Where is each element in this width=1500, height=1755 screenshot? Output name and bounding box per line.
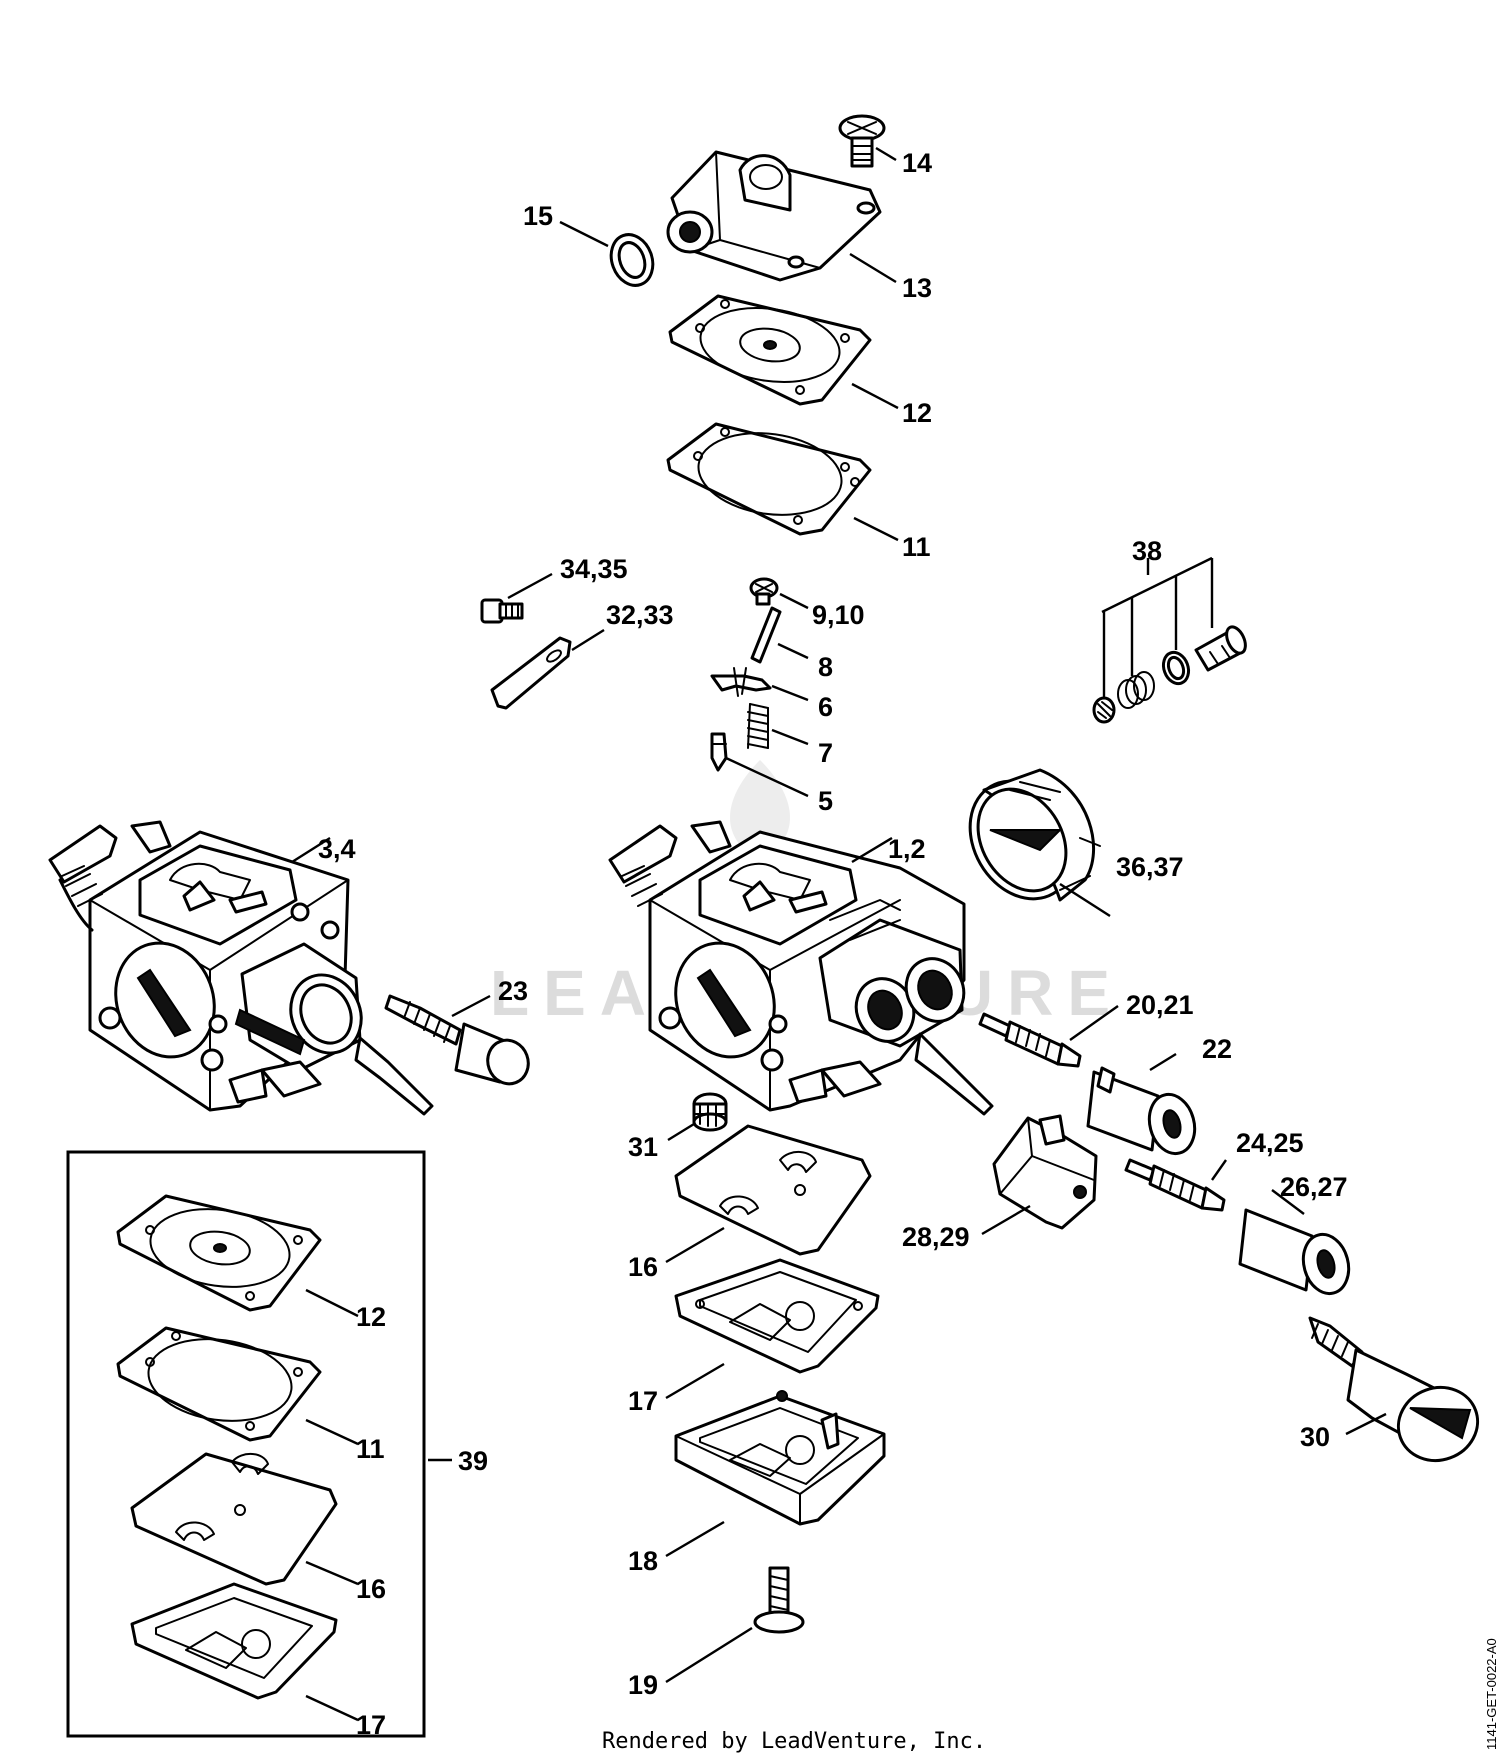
- label-22: 22: [1202, 1034, 1232, 1064]
- kit-label-39: 39: [458, 1446, 488, 1476]
- label-12: 12: [902, 398, 932, 428]
- label-38: 38: [1132, 536, 1162, 566]
- kit-gasket-16: [130, 1452, 338, 1586]
- part-carburetor-1-2: [608, 820, 994, 1116]
- label-31: 31: [628, 1132, 658, 1162]
- kit-label-11: 11: [356, 1434, 385, 1464]
- label-16: 16: [628, 1252, 658, 1282]
- kit-label-12: 12: [356, 1302, 386, 1332]
- label-20-21: 20,21: [1126, 990, 1194, 1020]
- kit-gasket-11: [116, 1326, 322, 1442]
- rendered-by-footer: Rendered by LeadVenture, Inc.: [602, 1729, 986, 1754]
- kit-label-16: 16: [356, 1574, 386, 1604]
- part-screen-31: [692, 1092, 728, 1132]
- label-36-37: 36,37: [1116, 852, 1184, 882]
- label-26-27: 26,27: [1280, 1172, 1348, 1202]
- part-block-28-29: [992, 1114, 1098, 1230]
- part-carburetor-3-4: [48, 820, 434, 1116]
- part-pin-8: [750, 606, 782, 664]
- label-8: 8: [818, 652, 833, 682]
- part-set-38: [1092, 625, 1247, 724]
- part-lever-6: [710, 667, 772, 697]
- label-11: 11: [902, 532, 931, 562]
- label-23: 23: [498, 976, 528, 1006]
- part-pump-body-18: [674, 1390, 886, 1526]
- kit-gasket-17: [130, 1582, 338, 1700]
- label-32-33: 32,33: [606, 600, 674, 630]
- part-cap-22: [1086, 1066, 1197, 1156]
- part-screw-23: [384, 994, 530, 1086]
- label-28-29: 28,29: [902, 1222, 970, 1252]
- part-needle-20-21: [978, 1012, 1082, 1068]
- part-primer-30: [1308, 1316, 1480, 1462]
- label-15: 15: [523, 201, 553, 231]
- kit-box-39: [66, 1150, 426, 1738]
- part-diaphragm-12: [668, 294, 872, 406]
- label-24-25: 24,25: [1236, 1128, 1304, 1158]
- part-spring-7: [747, 703, 769, 749]
- label-5: 5: [818, 786, 833, 816]
- part-needle-5: [710, 732, 728, 772]
- kit-label-17: 17: [356, 1710, 386, 1740]
- label-19: 19: [628, 1670, 658, 1700]
- document-id: 1141-GET-0022-A0: [1484, 1638, 1499, 1750]
- label-13: 13: [902, 273, 932, 303]
- label-18: 18: [628, 1546, 658, 1576]
- part-lever-32-33: [490, 636, 572, 710]
- part-screw-14: [838, 114, 886, 168]
- part-gasket-16: [674, 1124, 872, 1256]
- callout-labels: 14 15 13 12 11 34,35 32,33 9,10 8 6 7 5 …: [318, 148, 1348, 1740]
- part-filter-cap-36-37: [968, 768, 1101, 902]
- part-screw-34-35: [480, 598, 524, 624]
- label-17: 17: [628, 1386, 658, 1416]
- part-oring-15: [609, 233, 655, 287]
- part-gasket-11: [666, 422, 872, 536]
- label-7: 7: [818, 738, 833, 768]
- label-9-10: 9,10: [812, 600, 865, 630]
- part-cap-26-27: [1238, 1208, 1351, 1296]
- part-screw-9-10: [749, 577, 779, 606]
- kit-diaphragm-12: [116, 1194, 322, 1312]
- leader-lines: [291, 146, 1387, 1722]
- part-screw-19: [753, 1566, 805, 1634]
- part-gasket-17: [674, 1258, 880, 1374]
- part-needle-24-25: [1124, 1158, 1226, 1212]
- part-pump-cover-13: [666, 150, 882, 282]
- label-3-4: 3,4: [318, 834, 356, 864]
- label-1-2: 1,2: [888, 834, 926, 864]
- label-6: 6: [818, 692, 833, 722]
- label-14: 14: [902, 148, 932, 178]
- label-30: 30: [1300, 1422, 1330, 1452]
- label-34-35: 34,35: [560, 554, 628, 584]
